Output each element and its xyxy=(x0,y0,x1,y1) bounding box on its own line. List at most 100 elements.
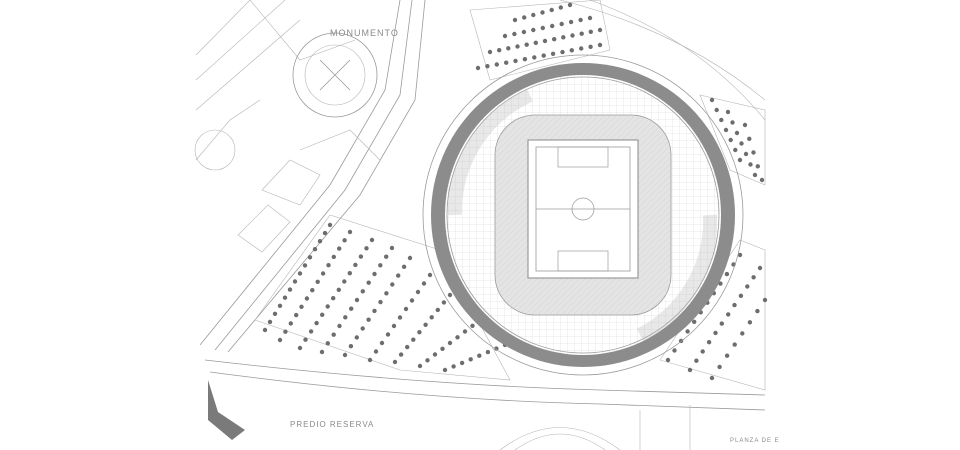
tree xyxy=(353,262,358,268)
tree xyxy=(717,364,722,370)
tree xyxy=(570,33,575,38)
tree xyxy=(447,292,453,298)
tree xyxy=(748,162,753,167)
tree xyxy=(369,237,375,243)
tree xyxy=(320,312,325,317)
tree xyxy=(455,335,460,340)
tree xyxy=(506,46,511,51)
tree xyxy=(470,323,475,328)
tree xyxy=(398,352,404,357)
tree xyxy=(331,254,336,260)
tree xyxy=(755,308,760,314)
tree xyxy=(550,23,555,29)
tree xyxy=(732,302,737,308)
tree xyxy=(762,297,768,303)
tree xyxy=(497,48,502,53)
tree xyxy=(502,33,508,39)
tree xyxy=(462,329,468,334)
tree xyxy=(325,304,330,309)
tree xyxy=(475,65,481,71)
road-network xyxy=(195,0,766,450)
tree xyxy=(734,130,740,136)
tree xyxy=(540,25,545,31)
tree xyxy=(522,15,527,20)
tree xyxy=(724,271,730,277)
tree xyxy=(308,329,314,334)
tree xyxy=(559,21,564,27)
tree xyxy=(531,27,536,33)
tree xyxy=(726,312,731,317)
tree xyxy=(724,353,730,358)
tree xyxy=(327,222,333,228)
tree-rows xyxy=(262,2,768,381)
tree xyxy=(728,137,733,143)
tree xyxy=(396,273,401,278)
tree xyxy=(588,44,593,49)
tree xyxy=(442,367,448,373)
tree xyxy=(262,327,268,333)
tree xyxy=(288,321,293,326)
tree xyxy=(588,29,593,34)
tree xyxy=(342,352,348,358)
tree xyxy=(392,359,398,365)
tree xyxy=(292,279,298,284)
tree xyxy=(542,38,548,44)
tree xyxy=(597,27,603,33)
tree xyxy=(304,296,310,301)
tree xyxy=(297,345,303,351)
tree xyxy=(692,319,697,324)
tree xyxy=(432,352,438,357)
tree xyxy=(415,289,421,295)
tree xyxy=(373,349,379,354)
tree xyxy=(331,332,336,337)
tree xyxy=(515,44,520,49)
tree xyxy=(287,287,293,292)
tree xyxy=(307,255,313,260)
tree xyxy=(277,303,283,308)
tree xyxy=(319,349,325,355)
tree xyxy=(713,330,718,336)
tree xyxy=(522,57,528,62)
tree xyxy=(694,358,699,363)
tree xyxy=(322,230,328,236)
tree xyxy=(385,332,391,337)
tree xyxy=(751,275,756,280)
tree xyxy=(700,349,705,354)
tree xyxy=(579,46,584,51)
monument-area: MONUMENTO xyxy=(194,28,399,171)
tree xyxy=(425,358,430,363)
tree xyxy=(504,60,509,65)
tree xyxy=(427,272,433,278)
tree xyxy=(336,287,341,292)
tree xyxy=(494,346,499,351)
monument-label: MONUMENTO xyxy=(330,28,399,38)
tree xyxy=(747,320,753,325)
tree xyxy=(401,264,407,269)
tree xyxy=(367,357,373,363)
tree xyxy=(725,109,731,115)
tree xyxy=(730,120,735,125)
tree xyxy=(378,263,383,268)
tree xyxy=(366,280,371,285)
tree xyxy=(709,375,715,381)
tree xyxy=(560,49,565,55)
tree xyxy=(733,147,738,153)
tree xyxy=(337,323,342,329)
tree xyxy=(685,329,690,334)
tree xyxy=(714,107,719,113)
tree xyxy=(755,164,760,169)
tree xyxy=(354,335,359,340)
tree xyxy=(405,344,410,350)
tree xyxy=(552,37,557,42)
tree xyxy=(494,62,499,67)
tree xyxy=(372,271,377,277)
tree xyxy=(732,342,737,347)
tree xyxy=(687,367,693,373)
tree xyxy=(752,172,758,178)
tree xyxy=(719,117,724,123)
reserve-label: PREDIO RESERVA xyxy=(290,420,374,429)
tree xyxy=(531,12,536,18)
tree xyxy=(303,337,308,342)
tree xyxy=(331,296,336,301)
